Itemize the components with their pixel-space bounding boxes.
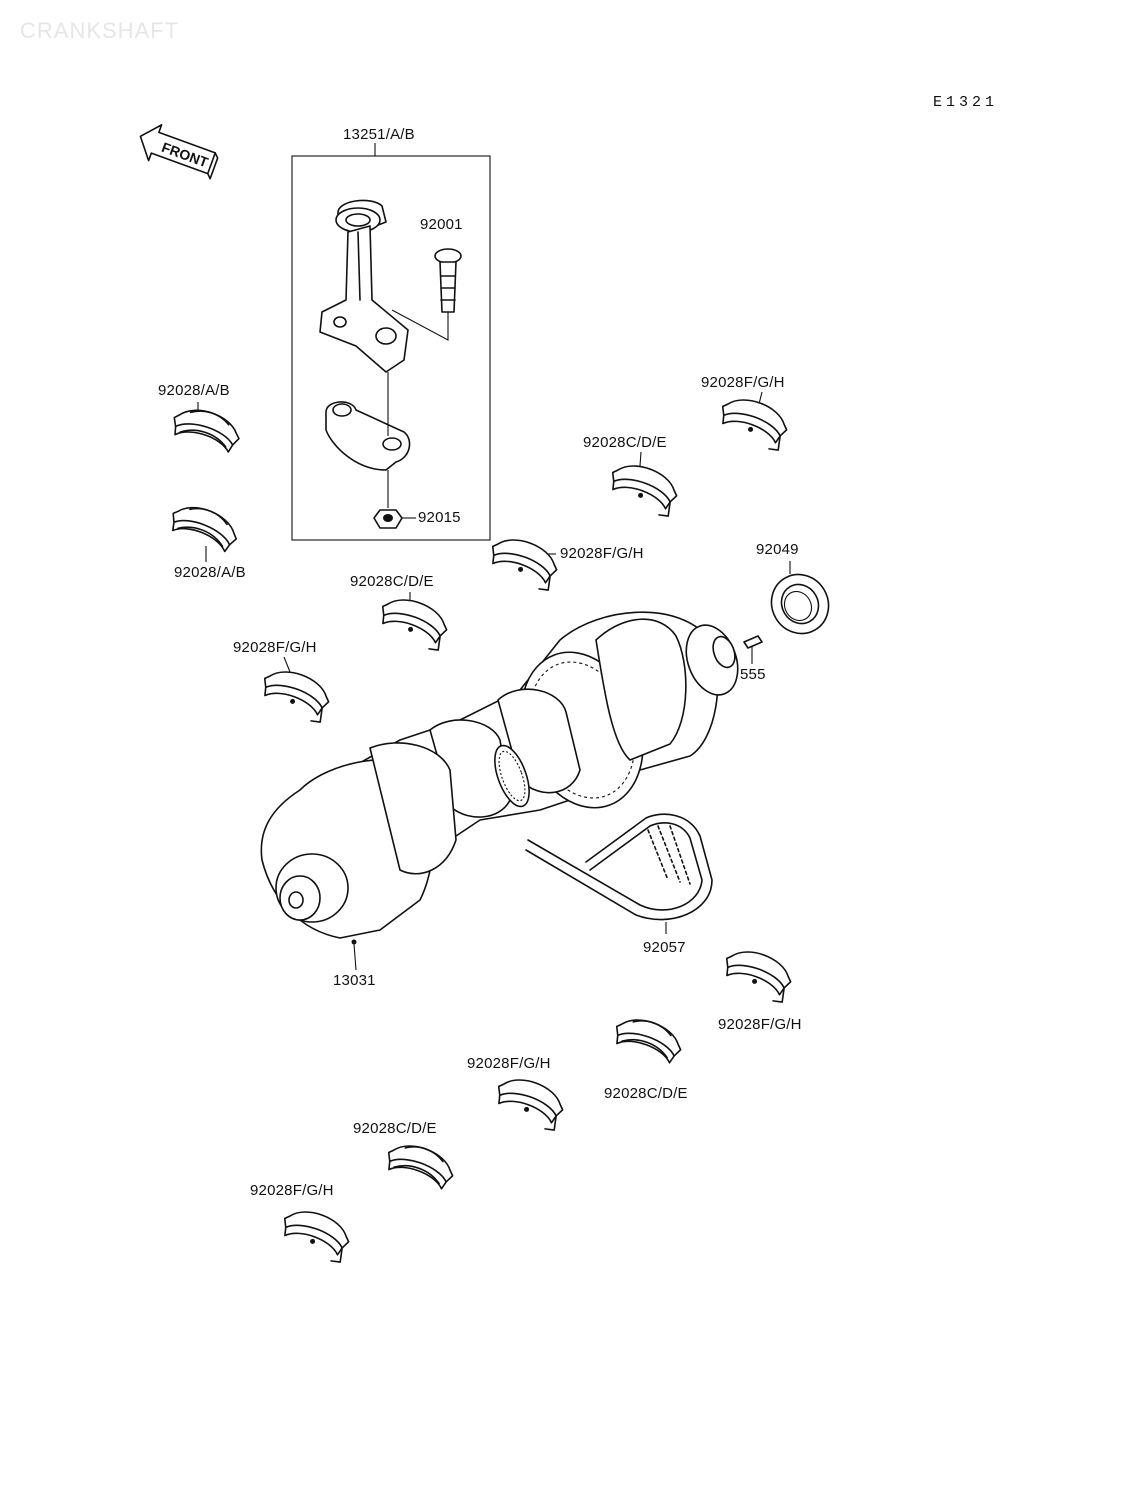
bearing-ab-bottom-label: 92028/A/B (174, 564, 246, 581)
bolt-label: 92001 (420, 216, 463, 233)
oil-seal-label: 92049 (756, 541, 799, 558)
bearing-shell-cde-4 (382, 1136, 459, 1192)
bearing-ab-top-label: 92028/A/B (158, 382, 230, 399)
crankshaft-label: 13031 (333, 972, 376, 989)
crankshaft (260, 611, 739, 945)
conrod-assembly-frame (291, 155, 491, 541)
bearing-fgh-2-label: 92028F/G/H (560, 545, 644, 562)
bearing-shell-ab-upper (168, 401, 245, 455)
dowel-pin-label: 555 (740, 666, 766, 683)
diagram-code: E1321 (933, 94, 999, 111)
oil-seal (770, 573, 830, 635)
bearing-shell-ab-lower (166, 497, 244, 555)
nut-label: 92015 (418, 509, 461, 526)
bearing-fgh-3-label: 92028F/G/H (233, 639, 317, 656)
page-watermark: CRANKSHAFT (20, 18, 180, 43)
conrod-assembly-label: 13251/A/B (343, 126, 415, 143)
dowel-pin (743, 635, 763, 649)
bearing-shell-fgh-3 (255, 662, 335, 726)
bearing-shell-fgh-6 (275, 1202, 355, 1266)
bearing-fgh-4-label: 92028F/G/H (718, 1016, 802, 1033)
connecting-rod-nut (373, 470, 416, 529)
bearing-shell-fgh-5 (489, 1070, 569, 1134)
bearing-fgh-1-label: 92028F/G/H (701, 374, 785, 391)
bearing-cde-1-label: 92028C/D/E (583, 434, 667, 451)
cam-chain (525, 813, 713, 921)
bearing-shell-fgh-2 (483, 530, 563, 594)
bearing-cde-2-label: 92028C/D/E (350, 573, 434, 590)
cam-chain-label: 92057 (643, 939, 686, 956)
bearing-fgh-6-label: 92028F/G/H (250, 1182, 334, 1199)
connecting-rod-bolt (391, 248, 462, 341)
bearing-shell-fgh-4 (717, 942, 797, 1006)
bearing-cde-3-label: 92028C/D/E (604, 1085, 688, 1102)
bearing-cde-4-label: 92028C/D/E (353, 1120, 437, 1137)
bearing-shell-fgh-1 (713, 390, 793, 454)
bearing-shell-cde-2 (373, 590, 453, 654)
bearing-shell-cde-3 (610, 1010, 687, 1066)
connecting-rod (319, 199, 409, 373)
bearing-shell-cde-1 (603, 456, 683, 520)
connecting-rod-cap (325, 372, 411, 471)
front-arrow-icon: FRONT (139, 124, 219, 180)
bearing-fgh-5-label: 92028F/G/H (467, 1055, 551, 1072)
